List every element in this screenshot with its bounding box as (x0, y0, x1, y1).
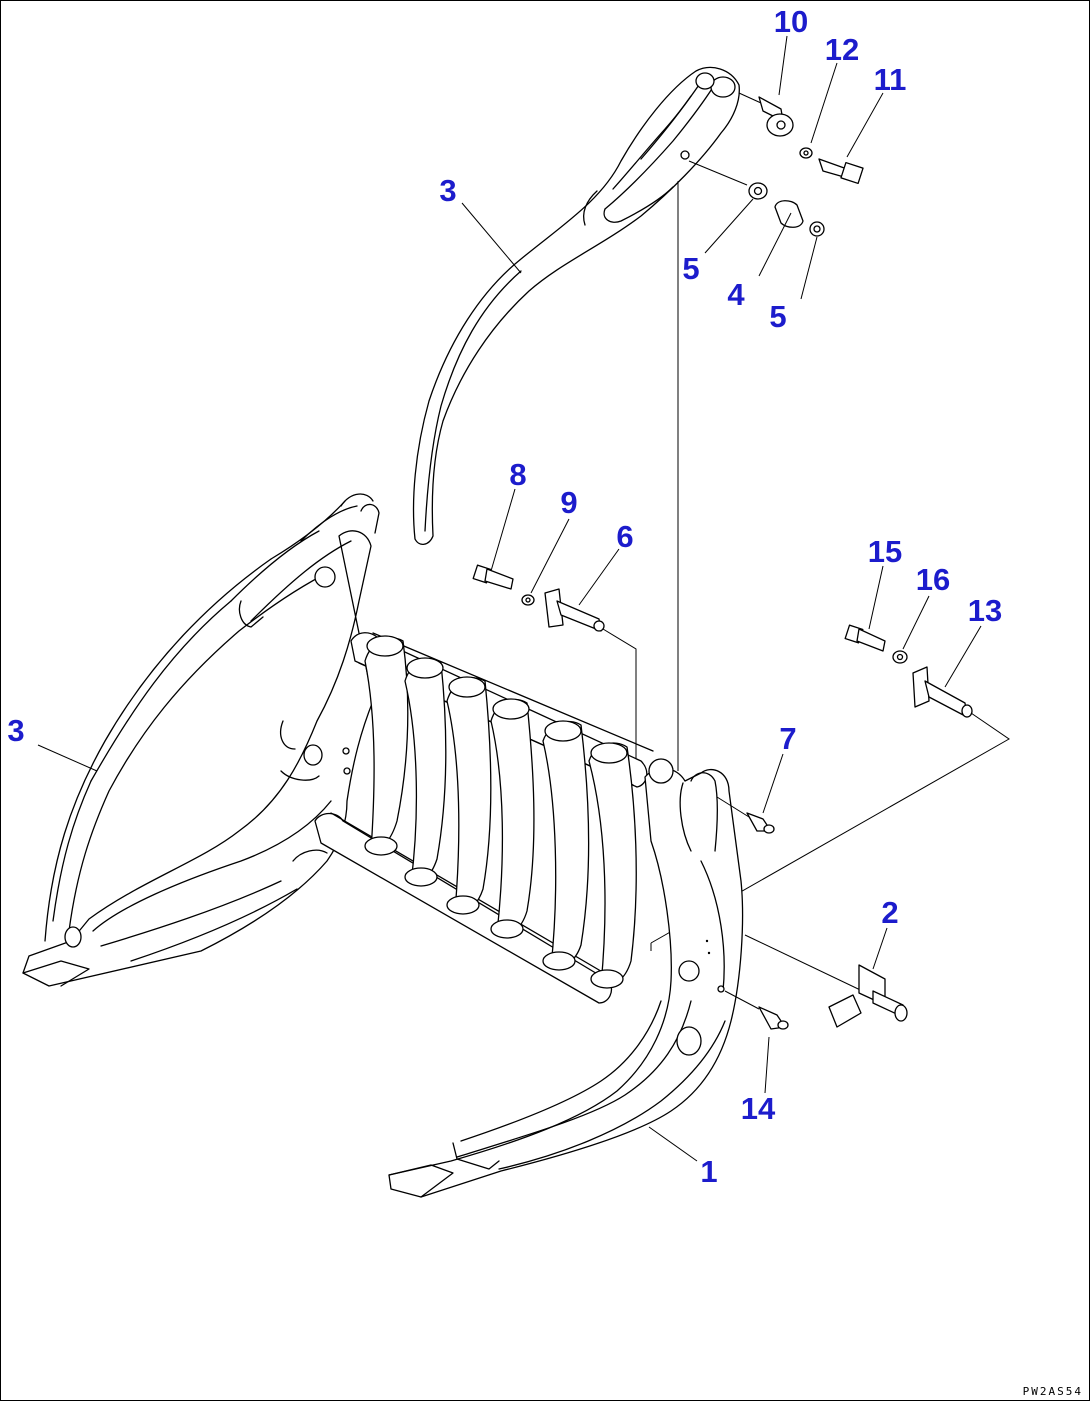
callout-1: 1 (700, 1154, 717, 1189)
right-pin-group (650, 624, 1010, 944)
callout-12: 12 (825, 32, 859, 67)
top-pin-group (688, 92, 864, 237)
callout-2: 2 (881, 895, 898, 930)
callout-4: 4 (727, 277, 745, 312)
plate-pin-part-2 (650, 934, 908, 1028)
callout-5-left: 5 (682, 251, 699, 286)
callout-5-right: 5 (769, 299, 786, 334)
callout-7: 7 (779, 721, 796, 756)
callout-10: 10 (774, 4, 808, 39)
callout-14: 14 (741, 1091, 776, 1126)
lower-arm-part-3 (44, 500, 352, 942)
leader-lines (37, 35, 982, 1162)
rake-ribs (364, 635, 637, 989)
callout-15: 15 (868, 534, 902, 569)
callout-6: 6 (616, 519, 633, 554)
rake-frame-part-1 (22, 493, 744, 1198)
callout-3-lower-arm: 3 (7, 713, 24, 748)
grease-fitting-part-7 (716, 796, 775, 834)
callout-11: 11 (874, 62, 907, 97)
callout-16: 16 (916, 562, 950, 597)
mid-pin-group (472, 564, 637, 759)
grease-fitting-part-14 (724, 990, 789, 1030)
callout-13: 13 (968, 593, 1002, 628)
callout-9: 9 (560, 485, 577, 520)
callout-3-upper-arm: 3 (439, 173, 456, 208)
figure-code: PW2AS54 (1023, 1385, 1083, 1398)
callout-8: 8 (509, 457, 526, 492)
upper-arm-part-3 (412, 66, 740, 545)
callout-labels: 1 2 3 3 4 5 5 6 7 8 9 10 11 12 13 14 15 … (7, 4, 1002, 1189)
